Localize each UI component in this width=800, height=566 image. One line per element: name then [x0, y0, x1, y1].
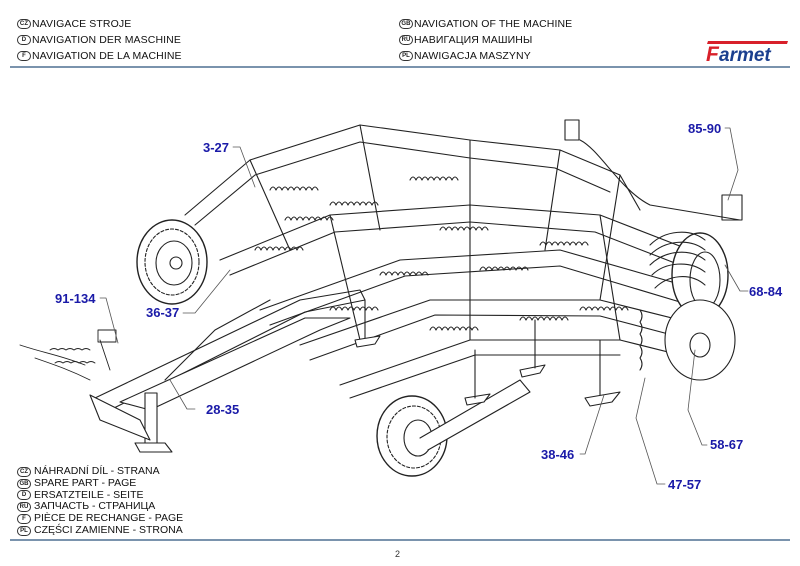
language-badge-cz: CZ — [17, 19, 31, 29]
spring — [539, 241, 589, 246]
callout-85-90[interactable]: 85-90 — [688, 121, 722, 136]
footer-text-gb: SPARE PART - PAGE — [34, 476, 137, 489]
front-depth-wheel — [376, 379, 531, 477]
leader-28-35 — [169, 379, 196, 410]
footer-divider — [10, 539, 790, 541]
header-text-cz: NAVIGACE STROJE — [32, 18, 132, 30]
header-text-f: NAVIGATION DE LA MACHINE — [32, 50, 182, 62]
main-frame — [184, 124, 721, 399]
cultivator-shares — [354, 299, 621, 407]
spring — [284, 216, 334, 221]
callout-91-134[interactable]: 91-134 — [55, 291, 96, 306]
leader-58-67 — [687, 349, 708, 446]
spring — [254, 246, 304, 251]
callout-38-46[interactable]: 38-46 — [541, 447, 575, 462]
language-badge-d: D — [17, 35, 31, 45]
leader-3-27 — [232, 146, 256, 188]
language-badge-d: D — [17, 490, 31, 501]
header-text-gb: NAVIGATION OF THE MACHINE — [414, 18, 573, 30]
language-badge-gb: GB — [399, 19, 413, 29]
language-badge-ru: RU — [17, 502, 31, 513]
header-text-pl: NAWIGACJA MASZYNY — [414, 50, 531, 62]
callout-47-57[interactable]: 47-57 — [668, 477, 702, 492]
spring — [269, 186, 319, 191]
callout-58-67[interactable]: 58-67 — [710, 437, 744, 452]
drawbar-assembly — [89, 289, 366, 453]
language-badge-pl: PL — [17, 525, 31, 536]
machine-exploded-diagram — [19, 119, 749, 485]
logo-text: armet — [719, 45, 771, 66]
leader-68-84 — [724, 264, 749, 292]
callout-36-37[interactable]: 36-37 — [146, 305, 180, 320]
leveling-disc — [639, 299, 736, 381]
leader-91-134 — [99, 297, 119, 344]
callout-leaders — [99, 127, 749, 485]
spring — [409, 176, 459, 181]
footer-text-cz: NÁHRADNÍ DÍL - STRANA — [34, 465, 160, 477]
spring — [439, 226, 489, 231]
logo-red-bar — [707, 41, 788, 44]
language-badge-pl: PL — [399, 51, 413, 61]
spring — [579, 306, 629, 311]
spring — [479, 266, 529, 271]
spring — [519, 316, 569, 321]
language-badge-gb: GB — [17, 478, 31, 489]
leader-85-90 — [724, 127, 739, 201]
footer-text-pl: CZĘŚCI ZAMIENNE - STRONA — [34, 523, 183, 536]
spring — [329, 201, 379, 206]
logo-letter-f: F — [706, 43, 720, 66]
callout-3-27[interactable]: 3-27 — [203, 140, 230, 155]
callout-68-84[interactable]: 68-84 — [749, 284, 783, 299]
language-badge-f: F — [17, 514, 31, 525]
leader-47-57 — [635, 377, 666, 485]
spring — [329, 306, 379, 311]
hitch-hydraulic-hoses — [19, 329, 117, 381]
callout-28-35[interactable]: 28-35 — [206, 402, 240, 417]
header-text-d: NAVIGATION DER MASCHINE — [32, 34, 181, 46]
leader-47-57-orig — [579, 394, 605, 455]
footer-text-d: ERSATZTEILE - SEITE — [34, 488, 144, 501]
footer-text-ru: ЗАПЧАСТЬ - СТРАНИЦА — [34, 500, 156, 513]
leader-36-37 — [182, 269, 231, 314]
language-badge-ru: RU — [399, 35, 413, 45]
page-number: 2 — [395, 549, 401, 559]
footer-text-f: PIÈCE DE RECHANGE - PAGE — [34, 512, 184, 525]
farmet-logo: F armet — [706, 41, 788, 66]
spring — [429, 326, 479, 331]
language-badge-f: F — [17, 51, 31, 61]
header-text-ru: НАВИГАЦИЯ МАШИНЫ — [414, 34, 533, 46]
rear-light-bracket — [564, 119, 743, 221]
language-badge-cz: CZ — [17, 466, 31, 477]
header-divider — [10, 66, 790, 68]
left-transport-wheel — [136, 219, 208, 305]
